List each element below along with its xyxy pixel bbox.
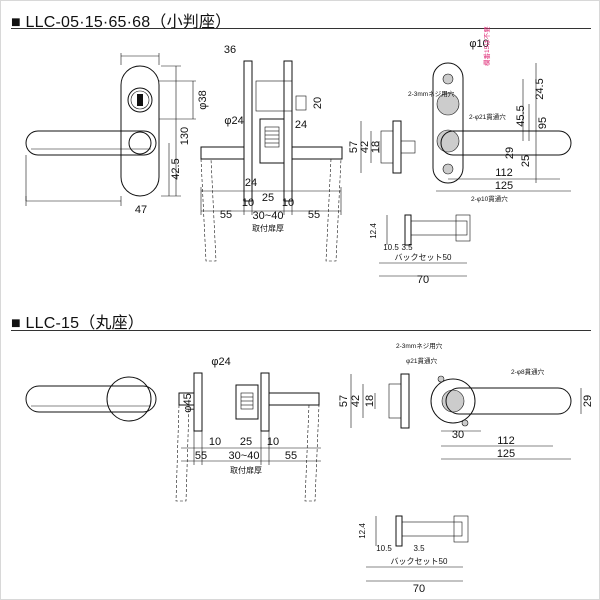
dim-d10: φ10: [469, 38, 488, 50]
hole-b21: [441, 389, 465, 413]
dim-10-right: 10: [282, 197, 294, 209]
inner-lever-dashed: [200, 158, 217, 262]
dim-25: 25: [262, 192, 274, 204]
outer-plate: [283, 60, 293, 202]
section-title-bottom: ■ LLC-15（丸座）: [11, 315, 145, 332]
dim-112: 112: [495, 167, 513, 179]
title-rule-bottom: [11, 330, 591, 331]
latch-b-backset: バックセット50: [391, 557, 448, 566]
top-strike-side: [360, 120, 416, 174]
dim-95: 95: [537, 117, 549, 129]
lever-outline-prep: [440, 130, 572, 156]
screw-hole-note: 2-3mmネジ用穴: [408, 89, 455, 98]
dim-24-right: 24: [295, 119, 307, 131]
dim-30-40: 30~40: [253, 210, 284, 222]
section-title-top: ■ LLC-05·15·65·68（小判座）: [11, 14, 232, 31]
lock-body: [259, 118, 285, 164]
title-rule-top: [11, 28, 591, 29]
dim-20: 20: [312, 97, 324, 109]
dim-b-55-right: 55: [285, 450, 297, 462]
latch-dim-70: 70: [417, 274, 429, 286]
door-thickness-label-b: 取付扉厚: [230, 465, 262, 475]
hole21-note: 2-φ21貫通穴: [469, 112, 506, 121]
dim-b-30: 30: [452, 429, 464, 441]
dim-24-left: 24: [245, 177, 257, 189]
dim-b-42: 42: [350, 395, 362, 407]
latch-b-10-5: 10.5: [376, 544, 392, 553]
dim-45-5: 45.5: [515, 105, 527, 126]
door-thickness-label: 取付扉厚: [252, 223, 284, 233]
latch-backset: バックセット50: [395, 253, 452, 262]
top-front-view: [25, 53, 196, 206]
lock-body-b: [235, 384, 259, 420]
dim-42-5: 42.5: [170, 158, 182, 179]
bottom-section-view: [175, 372, 321, 502]
dim-b-112: 112: [497, 435, 515, 447]
dim-55-right: 55: [308, 209, 320, 221]
dim-36: 36: [224, 44, 236, 56]
hole8-note-b: 2-φ8貫通穴: [511, 367, 545, 376]
cylinder-ring: [130, 90, 150, 110]
dim-b-10-right: 10: [267, 436, 279, 448]
key-slot-icon: [137, 94, 143, 106]
latch-b-70: 70: [413, 583, 425, 595]
dim-10-left: 10: [242, 197, 254, 209]
dim-24-5: 24.5: [534, 78, 546, 99]
spindle-block: [264, 126, 280, 148]
dim-b-18: 18: [364, 395, 376, 407]
cylinder-outline: [127, 87, 153, 113]
bottom-strike-side: [350, 373, 410, 429]
lever-handle-round: [25, 385, 157, 413]
lever-handle: [25, 130, 157, 156]
hole10-note: 2-φ10貫通穴: [471, 194, 508, 203]
lever-rose: [128, 131, 152, 155]
latch-b-3-5: 3.5: [413, 544, 425, 553]
dim-b-30-40: 30~40: [229, 450, 260, 462]
dim-57: 57: [348, 141, 360, 153]
dim-b-d45: φ45: [182, 393, 194, 412]
dim-18: 18: [370, 141, 382, 153]
top-latch-view: [379, 214, 471, 277]
dim-b-d24: φ24: [211, 356, 230, 368]
outer-lever-dashed: [325, 158, 342, 262]
round-rose: [106, 376, 152, 422]
top-door-prep: [432, 62, 572, 192]
dim-b-25: 25: [240, 436, 252, 448]
dim-25-prep: 25: [520, 155, 532, 167]
screw-hole-note-b: 2-3mmネジ用穴: [396, 341, 443, 350]
dim-b-55-left: 55: [195, 450, 207, 462]
dim-d24: φ24: [224, 115, 243, 127]
latch-b-12-4: 12.4: [358, 523, 367, 539]
inner-lever-stub: [200, 146, 245, 160]
outer-lever-stub: [291, 146, 343, 160]
inner-plate: [243, 60, 253, 202]
dim-b-57: 57: [338, 395, 350, 407]
dim-b-10-left: 10: [209, 436, 221, 448]
bottom-door-prep: [430, 375, 582, 460]
dim-b-125: 125: [497, 448, 515, 460]
top-section-view: [200, 60, 343, 262]
dim-d38: φ38: [197, 90, 209, 109]
hole21-note-b: φ21貫通穴: [406, 356, 437, 365]
dim-130: 130: [179, 127, 191, 145]
latch-dim-10-5: 10.5: [383, 243, 399, 252]
spindle-hole: [436, 129, 460, 153]
bottom-latch-view: [366, 515, 469, 582]
dim-55-left: 55: [220, 209, 232, 221]
latch-dim-3-5: 3.5: [401, 243, 413, 252]
pink-note: 欄番15は不要: [482, 26, 491, 66]
cylinder-hole: [436, 92, 460, 116]
bottom-front-view: [25, 376, 157, 422]
thumbturn: [295, 95, 307, 111]
dim-47: 47: [135, 204, 147, 216]
dim-29: 29: [504, 147, 516, 159]
dim-b-29: 29: [582, 395, 594, 407]
dim-42: 42: [359, 141, 371, 153]
dim-125: 125: [495, 180, 513, 192]
latch-dim-12-4: 12.4: [369, 223, 378, 239]
